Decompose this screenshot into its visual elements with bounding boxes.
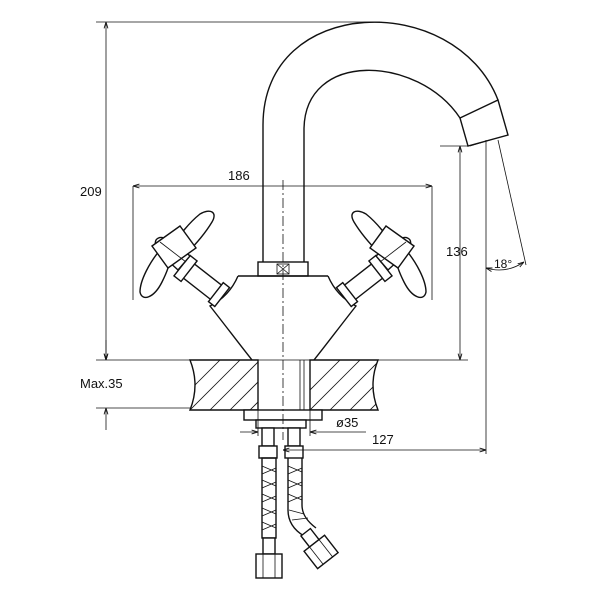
spout: [262, 21, 509, 262]
label-handle-span: 186: [228, 168, 250, 183]
label-total-height: 209: [80, 184, 102, 199]
label-max-thickness: Max.35: [80, 376, 123, 391]
dimension-handle-span: 186: [132, 168, 433, 300]
label-hole-diameter: ø35: [336, 415, 358, 430]
dimension-hole-diameter: ø35: [240, 410, 366, 436]
dimension-spout-height: 136: [378, 145, 468, 361]
label-spout-angle: 18°: [494, 257, 512, 271]
dimension-spout-angle: 18°: [486, 139, 527, 272]
label-spout-reach: 127: [372, 432, 394, 447]
dimension-max-thickness: Max.35: [80, 340, 190, 430]
supply-hoses: [255, 427, 340, 579]
dimension-spout-reach: 127: [283, 272, 487, 454]
label-spout-height: 136: [446, 244, 468, 259]
left-handle: [139, 210, 231, 308]
dimension-total-height: 209: [80, 21, 380, 361]
right-handle: [335, 210, 427, 308]
